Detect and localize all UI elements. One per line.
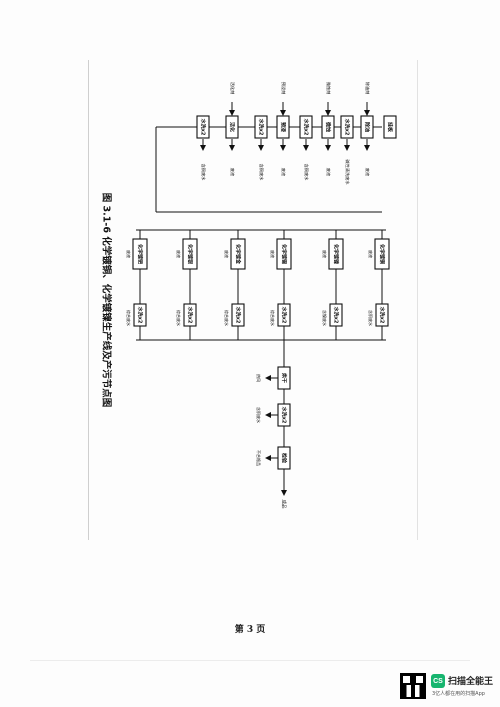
branch-rinse-5-label: 水洗x2 <box>137 306 144 324</box>
top-step-0: 挂板 <box>383 115 397 139</box>
top-input-0: 除油剂 <box>364 82 371 95</box>
top-output-5: 含铜废水 <box>258 164 265 182</box>
branch-rinse-1: 水洗x2 <box>329 303 343 327</box>
top-step-3-label: 微蚀 <box>325 121 332 132</box>
branch-rinse-4-label: 水洗x2 <box>187 306 194 324</box>
qr-code-icon <box>400 673 426 699</box>
branch-output-1: 废液 <box>322 250 328 258</box>
branch-process-1-label: 化学镀镍 <box>333 244 340 264</box>
branch-process-0-label: 化学镀铜 <box>379 244 386 264</box>
top-step-0-label: 挂板 <box>387 122 394 133</box>
top-output-2: 废液 <box>325 168 332 177</box>
final-output-2: 不合格品 <box>256 450 262 466</box>
branch-rinse-output-5: 综合废水 <box>126 310 132 326</box>
branch-rinse-output-0: 含铜废水 <box>368 310 374 326</box>
branch-rinse-output-4: 综合废水 <box>176 310 182 326</box>
final-step-2-label: 检验 <box>281 453 288 463</box>
branch-rinse-0: 水洗x2 <box>375 303 389 327</box>
branch-output-5: 废液 <box>126 250 132 258</box>
branch-rinse-output-3: 综合废水 <box>224 310 230 326</box>
branch-rinse-5: 水洗x2 <box>133 303 147 327</box>
final-step-1: 水洗x2 <box>277 403 291 427</box>
branch-process-3-label: 化学镀金 <box>235 244 242 265</box>
branch-rinse-0-label: 水洗x2 <box>379 306 386 324</box>
top-output-4: 废液 <box>280 168 287 177</box>
branch-rinse-4: 水洗x2 <box>183 303 197 327</box>
top-output-6: 废液 <box>229 168 236 177</box>
branch-rinse-2: 水洗x2 <box>277 303 291 327</box>
top-step-6: 水洗x2 <box>254 115 268 139</box>
footer-rule <box>30 660 470 661</box>
final-step-0: 烘干 <box>277 366 291 390</box>
branch-process-3: 化学镀金 <box>230 238 246 270</box>
top-step-2-label: 水洗x2 <box>344 118 351 136</box>
final-step-0-label: 烘干 <box>281 373 288 383</box>
top-output-7: 含铜废水 <box>200 164 207 182</box>
top-input-1: 微蚀剂 <box>325 82 332 95</box>
branch-output-4: 废液 <box>176 250 182 258</box>
branch-rinse-1-label: 水洗x2 <box>333 306 340 324</box>
camscanner-logo-icon: CS <box>431 674 445 688</box>
top-step-1-label: 除油 <box>364 122 371 132</box>
top-step-3: 微蚀 <box>321 115 335 139</box>
branch-rinse-output-2: 综合废水 <box>270 310 276 326</box>
top-step-5: 预浸 <box>276 115 290 139</box>
top-step-2: 水洗x2 <box>340 115 354 139</box>
branch-output-0: 废液 <box>368 250 374 258</box>
top-step-8-label: 水洗x2 <box>200 118 207 136</box>
final-step-1-label: 水洗x2 <box>281 406 288 424</box>
figure-title: 图 3.1-6 化学镀铜、化学镀镍生产线及产污节点图 <box>101 193 113 408</box>
branch-rinse-3-label: 水洗x2 <box>235 306 242 324</box>
branch-process-4-label: 化学镀银 <box>187 244 194 265</box>
scan-border <box>88 60 418 540</box>
top-step-6-label: 水洗x2 <box>258 118 265 136</box>
top-step-7: 活化 <box>225 115 239 139</box>
branch-process-5: 化学镀钯 <box>132 238 148 270</box>
branch-process-1: 化学镀镍 <box>328 238 344 270</box>
branch-process-4: 化学镀银 <box>182 238 198 270</box>
branch-process-2-label: 化学镀锡 <box>281 244 288 264</box>
branch-output-2: 废液 <box>270 250 276 258</box>
top-input-2: 预浸剂 <box>280 82 287 95</box>
watermark-tagline: 3亿人都在用的扫描App <box>432 691 485 697</box>
final-product: 成品 <box>281 500 288 509</box>
top-step-5-label: 预浸 <box>280 122 287 132</box>
branch-process-0: 化学镀铜 <box>374 238 390 270</box>
final-step-2: 检验 <box>277 446 291 470</box>
top-output-1: 碱性清洗废水 <box>344 159 351 185</box>
final-output-0: 热风 <box>256 374 262 382</box>
branch-process-2: 化学镀锡 <box>276 238 292 270</box>
watermark-app-name: 扫描全能王 <box>448 677 494 687</box>
top-output-3: 含铜废水 <box>303 164 310 182</box>
branch-rinse-output-1: 含镍废水 <box>322 310 328 326</box>
top-step-4-label: 水洗x2 <box>303 118 310 136</box>
top-output-0: 废液 <box>364 168 371 177</box>
branch-output-3: 废液 <box>224 250 230 258</box>
branch-process-5-label: 化学镀钯 <box>137 244 144 264</box>
top-step-7-label: 活化 <box>229 122 236 132</box>
page-number: 第 3 页 <box>234 625 266 635</box>
top-input-3: 活化剂 <box>229 82 236 95</box>
branch-rinse-3: 水洗x2 <box>231 303 245 327</box>
top-step-1: 除油 <box>360 115 374 139</box>
top-step-4: 水洗x2 <box>299 115 313 139</box>
top-step-8: 水洗x2 <box>196 115 210 139</box>
final-output-1: 含铜废水 <box>256 407 262 423</box>
branch-rinse-2-label: 水洗x2 <box>281 306 288 324</box>
